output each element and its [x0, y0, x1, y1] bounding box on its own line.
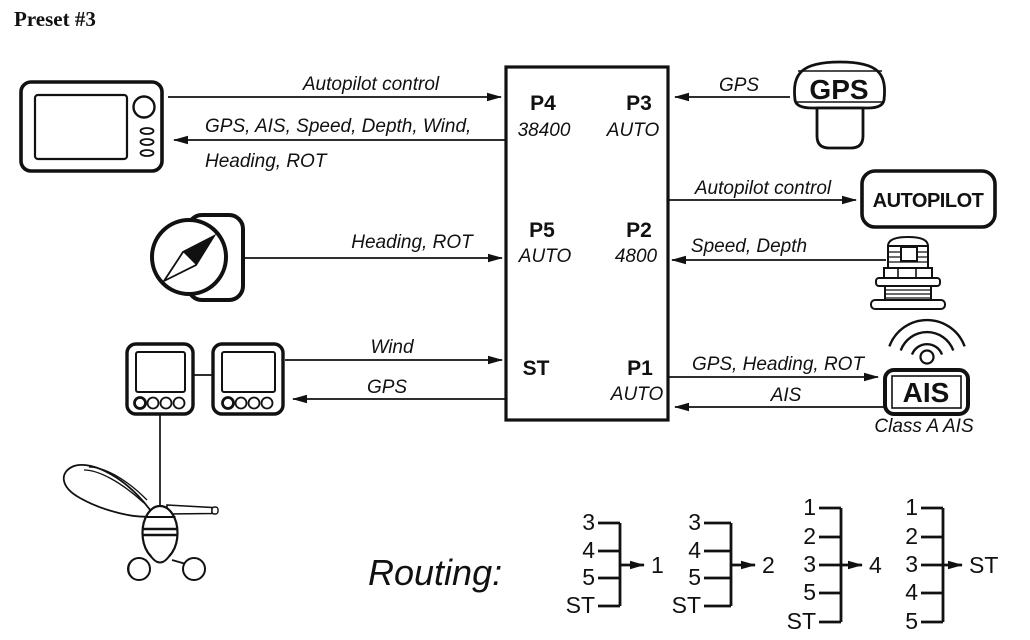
connection-gps-in: GPS — [674, 75, 790, 102]
port-p2-label: P2 — [626, 219, 652, 242]
arrow-label-gps-heading-rot: GPS, Heading, ROT — [692, 354, 866, 375]
routing-input-label: 5 — [582, 564, 595, 590]
routing-input-label: 1 — [905, 494, 918, 520]
instrument-display-icon-2 — [193, 342, 285, 416]
routing-input-label: ST — [672, 592, 701, 618]
routing-section: Routing: 3 4 5 ST 1 3 4 5 ST 2 1 2 3 5 — [368, 494, 998, 634]
routing-input-label: ST — [566, 592, 595, 618]
port-p4-label: P4 — [530, 92, 556, 115]
port-p2-mode: 4800 — [615, 246, 658, 267]
transducer-icon — [870, 235, 946, 310]
routing-output-label: 1 — [651, 552, 664, 578]
chartplotter-icon — [19, 80, 164, 173]
arrow-label-speed-depth: Speed, Depth — [691, 236, 807, 257]
routing-input-label: 1 — [803, 494, 816, 520]
arrow-label-wind: Wind — [370, 337, 415, 358]
multiplexer-box: P4 38400 P3 AUTO P5 AUTO P2 4800 ST P1 A… — [504, 65, 670, 422]
routing-input-label: 3 — [688, 509, 701, 535]
routing-input-label: 4 — [582, 537, 595, 563]
connection-plotter-feed: GPS, AIS, Speed, Depth, Wind, Heading, R… — [173, 116, 507, 172]
routing-group-3: 1 2 3 5 ST 4 — [787, 494, 882, 634]
port-p3-label: P3 — [626, 92, 652, 115]
arrow-label-gps-in: GPS — [719, 75, 759, 96]
connection-ais-in: AIS — [674, 385, 885, 412]
routing-input-label: 2 — [803, 523, 816, 549]
arrow-label-plotter-feed-line1: GPS, AIS, Speed, Depth, Wind, — [205, 116, 471, 137]
connection-speed-depth: Speed, Depth — [671, 236, 886, 265]
routing-heading: Routing: — [368, 552, 502, 593]
routing-group-4: 1 2 3 4 5 ST — [905, 494, 998, 634]
routing-input-label: 3 — [582, 509, 595, 535]
plotter-knob-icon — [132, 95, 156, 119]
routing-output-label: ST — [969, 552, 998, 578]
routing-output-label: 2 — [762, 552, 775, 578]
port-p1-mode: AUTO — [610, 384, 664, 405]
autopilot-label: AUTOPILOT — [873, 190, 984, 212]
page-title: Preset #3 — [14, 7, 96, 31]
wind-vane-icon — [62, 414, 219, 581]
arrow-label-ais-in: AIS — [770, 385, 802, 406]
connection-heading-rot: Heading, ROT — [244, 232, 503, 263]
instrument-display-icon-1 — [125, 342, 195, 416]
routing-input-label: 5 — [803, 579, 816, 605]
compass-icon — [150, 213, 245, 302]
arrow-label-gps-out: GPS — [367, 377, 407, 398]
port-p3-mode: AUTO — [606, 120, 660, 141]
gps-antenna-icon: GPS — [793, 60, 886, 150]
port-p1-label: P1 — [627, 357, 653, 380]
routing-output-label: 4 — [869, 552, 882, 578]
routing-input-label: ST — [787, 608, 816, 634]
port-p4-mode: 38400 — [518, 120, 571, 141]
port-st-label: ST — [523, 357, 550, 380]
routing-input-label: 3 — [803, 551, 816, 577]
routing-input-label: 2 — [905, 523, 918, 549]
connection-autopilot-control-left: Autopilot control — [168, 74, 502, 102]
routing-input-label: 4 — [688, 537, 701, 563]
connection-autopilot-control-right: Autopilot control — [668, 178, 857, 205]
arrow-label-autopilot-control-left: Autopilot control — [302, 74, 440, 95]
ais-box-icon: AIS Class A AIS — [874, 368, 974, 437]
arrow-label-heading-rot: Heading, ROT — [351, 232, 474, 253]
connection-gps-heading-rot: GPS, Heading, ROT — [668, 354, 879, 382]
wifi-icon — [888, 318, 966, 365]
arrow-label-autopilot-control-right: Autopilot control — [694, 178, 832, 199]
ais-caption: Class A AIS — [874, 416, 974, 437]
routing-group-2: 3 4 5 ST 2 — [672, 509, 775, 618]
port-p5-mode: AUTO — [518, 246, 572, 267]
routing-input-label: 5 — [905, 608, 918, 634]
routing-input-label: 5 — [688, 564, 701, 590]
arrow-label-plotter-feed-line2: Heading, ROT — [205, 151, 328, 172]
gps-antenna-label: GPS — [809, 74, 868, 105]
ais-label: AIS — [903, 377, 950, 408]
autopilot-box-icon: AUTOPILOT — [860, 169, 997, 229]
port-p5-label: P5 — [529, 219, 555, 242]
routing-input-label: 4 — [905, 579, 918, 605]
routing-input-label: 3 — [905, 551, 918, 577]
connection-wind: Wind — [285, 337, 503, 365]
connection-gps-out: GPS — [292, 377, 507, 404]
routing-group-1: 3 4 5 ST 1 — [566, 509, 664, 618]
